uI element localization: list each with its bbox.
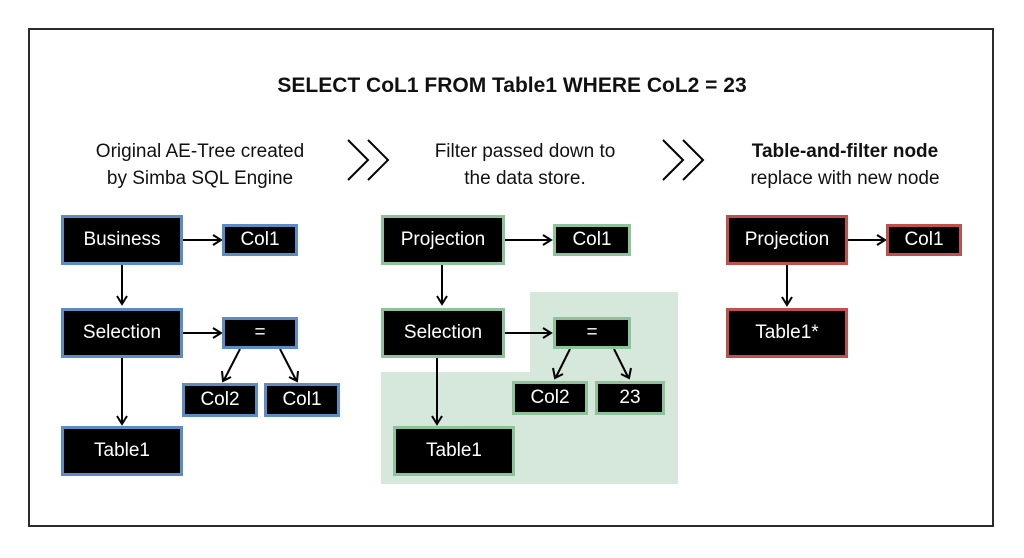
- stage1-table1-node: Table1: [61, 426, 183, 476]
- stage1-col1-node: Col1: [222, 224, 298, 256]
- stage3-projection-node: Projection: [726, 215, 848, 265]
- stage2-selection-node: Selection: [381, 308, 505, 358]
- stage2-col1-node: Col1: [553, 224, 631, 256]
- stage2-table1-node: Table1: [393, 426, 515, 476]
- stage2-caption-line1: Filter passed down to: [434, 141, 616, 162]
- double-chevron-right-icon: [662, 139, 705, 181]
- query-title: SELECT CoL1 FROM Table1 WHERE CoL2 = 23: [277, 74, 747, 97]
- stage1-col1b-node: Col1: [264, 383, 340, 417]
- stage1-caption-line1: Original AE-Tree created: [95, 141, 305, 162]
- stage2-col2-node: Col2: [512, 381, 588, 415]
- stage3-table1-node: Table1*: [726, 308, 848, 358]
- stage2-projection-node: Projection: [381, 215, 505, 265]
- stage1-selection-node: Selection: [61, 308, 183, 358]
- stage3-caption-line1: Table-and-filter node: [751, 141, 939, 162]
- stage1-business-node: Business: [61, 215, 183, 265]
- stage2-caption: Filter passed down to the data store.: [395, 138, 655, 192]
- stage1-caption-line2: by Simba SQL Engine: [106, 168, 294, 189]
- stage1-caption: Original AE-Tree created by Simba SQL En…: [60, 138, 340, 192]
- stage1-col2-node: Col2: [182, 383, 258, 417]
- stage3-col1-node: Col1: [886, 224, 962, 256]
- double-chevron-right-icon: [347, 139, 390, 181]
- stage2-value-node: 23: [595, 381, 665, 415]
- stage3-caption-line2: replace with new node: [750, 168, 940, 189]
- stage2-caption-line2: the data store.: [464, 168, 586, 189]
- stage2-equals-node: =: [553, 317, 631, 349]
- stage3-caption: Table-and-filter node replace with new n…: [710, 138, 980, 192]
- stage1-equals-node: =: [222, 317, 298, 349]
